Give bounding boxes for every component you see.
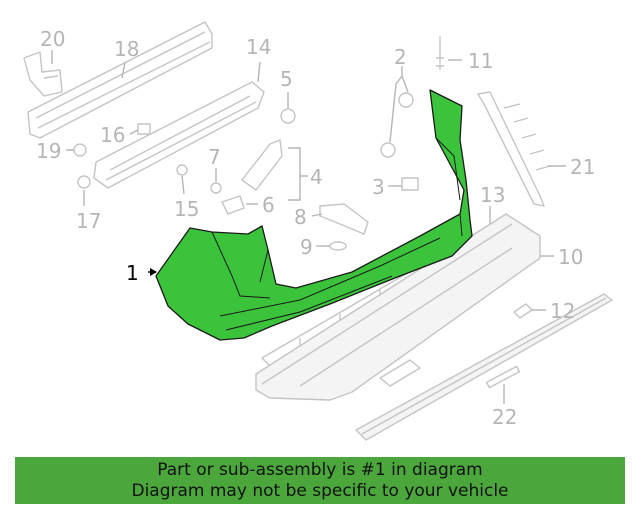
callout-13: 13 (480, 183, 505, 207)
part-16-clip (129, 123, 151, 135)
callout-5: 5 (280, 67, 293, 91)
part-3-clip (388, 177, 419, 191)
callout-6: 6 (262, 193, 275, 217)
part-4-bracket (241, 139, 308, 201)
callout-17: 17 (76, 209, 101, 233)
part-19-screw (66, 143, 87, 157)
callout-1: 1 (126, 261, 139, 285)
disclaimer-banner: Part or sub-assembly is #1 in diagram Di… (15, 457, 625, 504)
part-10-lower-valance (255, 213, 554, 401)
callout-4: 4 (310, 165, 323, 189)
banner-line-1: Part or sub-assembly is #1 in diagram (157, 460, 483, 480)
part-1-bumper-cover (148, 89, 473, 341)
callout-16: 16 (100, 123, 125, 147)
part-8-bracket (311, 203, 369, 235)
callout-2: 2 (394, 45, 407, 69)
callout-11: 11 (468, 49, 493, 73)
callout-3: 3 (372, 175, 385, 199)
part-6-bracket (221, 195, 258, 215)
part-5-pushpin (280, 92, 296, 124)
part-12-reflector (513, 303, 546, 319)
callout-21: 21 (570, 155, 595, 179)
part-15-screw (176, 164, 188, 195)
part-11-pin (436, 36, 462, 70)
callout-7: 7 (208, 145, 221, 169)
callout-9: 9 (300, 235, 313, 259)
part-9-nut (316, 241, 347, 251)
callout-14: 14 (246, 35, 271, 59)
part-14-energy-absorber (93, 61, 265, 189)
part-7-clip (210, 168, 222, 194)
callout-10: 10 (558, 245, 583, 269)
callout-19: 19 (36, 139, 61, 163)
part-22-trim-strip (355, 293, 613, 441)
callout-15: 15 (174, 197, 199, 221)
callout-8: 8 (294, 205, 307, 229)
callout-22: 22 (492, 405, 517, 429)
parts-diagram: 1 2 3 4 5 6 7 8 9 10 11 12 13 14 15 16 1… (23, 21, 613, 441)
part-18-reinforcement-bar (27, 21, 213, 139)
part-17-nut (77, 175, 91, 206)
part-2-clips (380, 66, 414, 158)
part-21-side-bracket (477, 91, 566, 207)
callout-18: 18 (114, 37, 139, 61)
callout-12: 12 (550, 299, 575, 323)
banner-line-2: Diagram may not be specific to your vehi… (131, 481, 509, 501)
part-20-bracket (23, 50, 63, 97)
callout-20: 20 (40, 27, 65, 51)
